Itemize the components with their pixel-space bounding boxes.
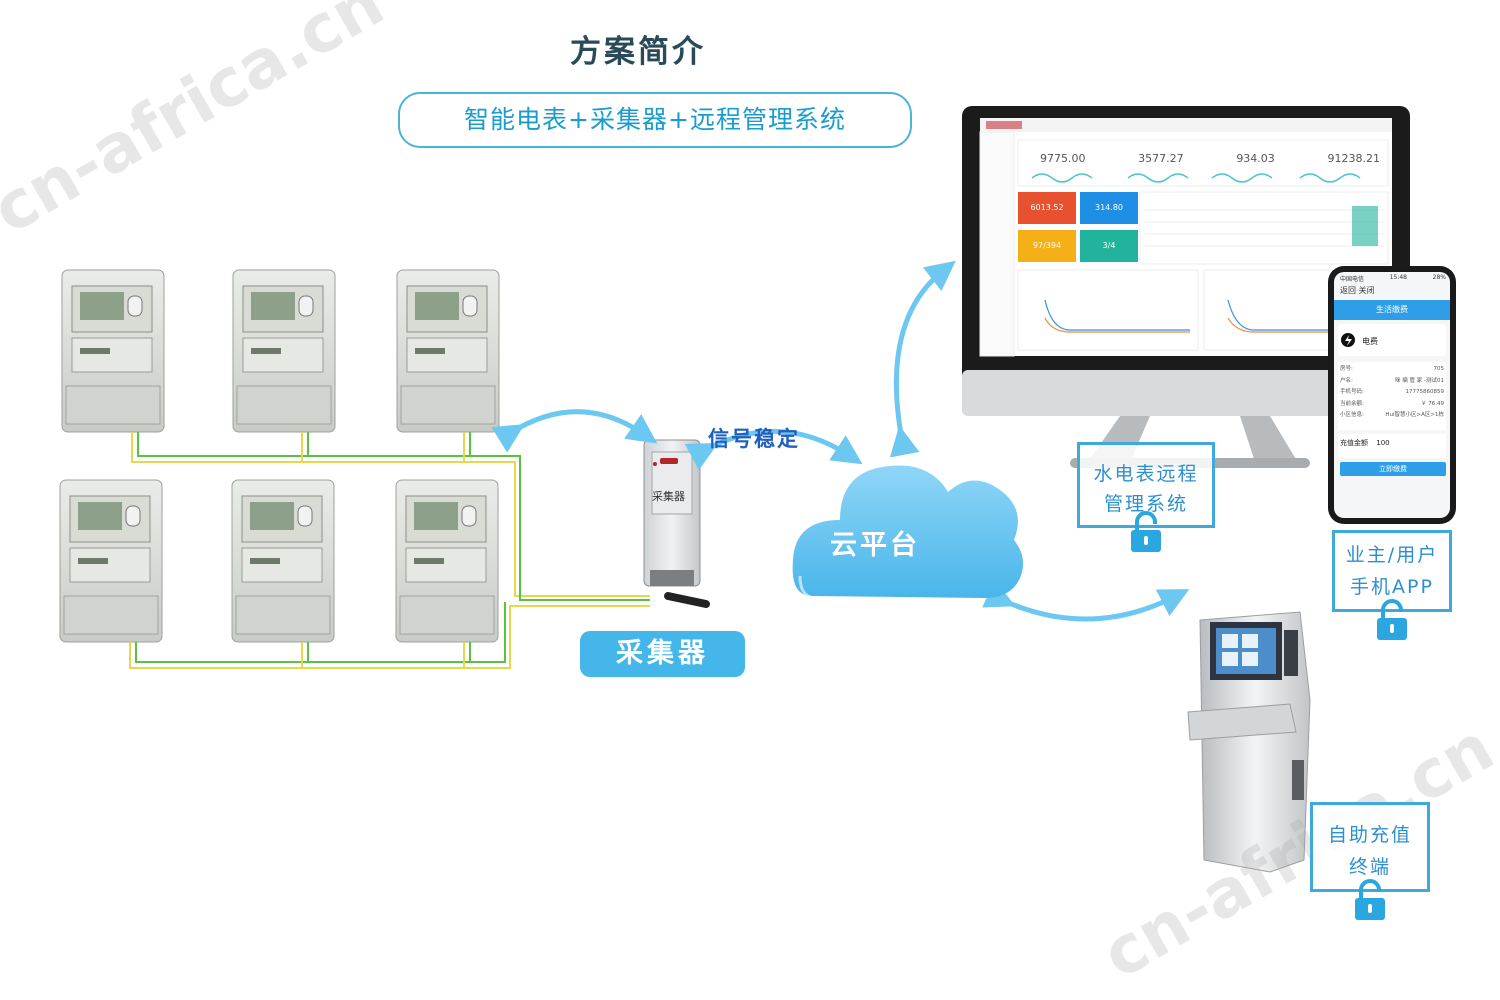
info-key: 当前余额: bbox=[1340, 400, 1364, 407]
stat-tile: 6013.52 bbox=[1018, 192, 1076, 224]
info-row: 小区信息: Hui智慧小区>A区>1栋 bbox=[1340, 410, 1444, 422]
desktop-label-line2: 管理系统 bbox=[1103, 493, 1188, 515]
info-row: 手机号码: 17775860859 bbox=[1340, 387, 1444, 399]
amount-input[interactable]: 100 bbox=[1376, 439, 1390, 447]
kiosk-label-line2: 终端 bbox=[1348, 856, 1391, 878]
info-row: 户名: 咪 编 管 家 -测试01 bbox=[1340, 376, 1444, 388]
info-key: 手机号码: bbox=[1340, 389, 1364, 395]
carrier-text: 中国电信 bbox=[1340, 276, 1365, 283]
electric-meter-2 bbox=[232, 269, 336, 433]
info-value: ￥ 76.49 bbox=[1421, 400, 1444, 407]
page-title: 方案简介 bbox=[570, 34, 706, 70]
amount-label: 充值金额 bbox=[1340, 439, 1368, 447]
phone-status-bar: 中国电信 15:48 28% bbox=[1340, 274, 1446, 283]
desktop-label-line1: 水电表远程 bbox=[1093, 463, 1199, 485]
info-row: 当前余额: ￥ 76.49 bbox=[1340, 399, 1444, 411]
stat-value: 934.03 bbox=[1236, 152, 1275, 165]
phone-header: 生活缴费 bbox=[1376, 305, 1408, 314]
electric-meter-5 bbox=[231, 479, 335, 643]
signal-stable-text: 信号稳定 bbox=[708, 427, 800, 451]
electric-meter-3 bbox=[396, 269, 500, 433]
battery-text: 28% bbox=[1432, 274, 1446, 281]
desktop-stats: 9775.00 3577.27 934.03 91238.21 bbox=[1040, 152, 1380, 165]
electric-meter-6 bbox=[395, 479, 499, 643]
kiosk-label-line1: 自助充值 bbox=[1327, 824, 1412, 846]
desktop-tiles: 6013.52 314.80 97/394 3/4 bbox=[1018, 192, 1138, 264]
info-key: 房号: bbox=[1340, 366, 1353, 372]
phone-app-label: 业主/用户 手机APP bbox=[1332, 530, 1452, 612]
signal-arrows bbox=[491, 260, 1190, 622]
lock-icon bbox=[1355, 879, 1385, 920]
info-value: 17775860859 bbox=[1405, 389, 1445, 395]
phone-nav: 返回 关闭 bbox=[1340, 285, 1375, 296]
collector-label: 采集器 bbox=[580, 631, 745, 677]
electric-meter-1 bbox=[61, 269, 165, 433]
meter-wiring bbox=[129, 432, 650, 669]
close-button[interactable]: 关闭 bbox=[1358, 286, 1375, 295]
phone-label-line2: 手机APP bbox=[1350, 576, 1434, 598]
subtitle-banner: 智能电表+采集器+远程管理系统 bbox=[398, 92, 912, 148]
info-value: 705 bbox=[1433, 366, 1445, 372]
info-row: 房号: 705 bbox=[1340, 364, 1444, 376]
lock-icon bbox=[1131, 511, 1161, 552]
back-button[interactable]: 返回 bbox=[1340, 286, 1356, 295]
stat-value: 91238.21 bbox=[1327, 152, 1380, 165]
kiosk-label: 自助充值 终端 bbox=[1310, 802, 1430, 892]
stat-value: 3577.27 bbox=[1138, 152, 1184, 165]
stat-tile: 314.80 bbox=[1080, 192, 1138, 224]
cloud-platform-label: 云平台 bbox=[830, 530, 920, 561]
electric-meter-4 bbox=[59, 479, 163, 643]
watermark-top-left: cn-africa.cn bbox=[0, 0, 396, 249]
info-key: 小区信息: bbox=[1340, 412, 1364, 418]
pay-now-button[interactable]: 立即缴费 bbox=[1379, 465, 1407, 473]
info-value: 咪 编 管 家 -测试01 bbox=[1395, 377, 1444, 384]
cloud-shape bbox=[792, 465, 1024, 600]
stat-tile: 97/394 bbox=[1018, 230, 1076, 262]
stat-value: 9775.00 bbox=[1040, 152, 1086, 165]
phone-item-title: 电费 bbox=[1362, 337, 1378, 346]
info-key: 户名: bbox=[1340, 377, 1353, 384]
amount-row: 充值金额 100 bbox=[1340, 438, 1390, 448]
self-service-kiosk bbox=[1187, 611, 1311, 873]
lock-icon bbox=[1377, 599, 1407, 640]
smartphone bbox=[1328, 266, 1456, 524]
time-text: 15:48 bbox=[1389, 274, 1407, 281]
info-value: Hui智慧小区>A区>1栋 bbox=[1385, 412, 1444, 418]
collector-device-text: 采集器 bbox=[652, 490, 685, 503]
stat-tile: 3/4 bbox=[1080, 230, 1138, 262]
collector-device bbox=[643, 439, 710, 608]
phone-info-rows: 房号: 705 户名: 咪 编 管 家 -测试01 手机号码: 17775860859… bbox=[1340, 364, 1444, 422]
phone-label-line1: 业主/用户 bbox=[1345, 544, 1439, 566]
